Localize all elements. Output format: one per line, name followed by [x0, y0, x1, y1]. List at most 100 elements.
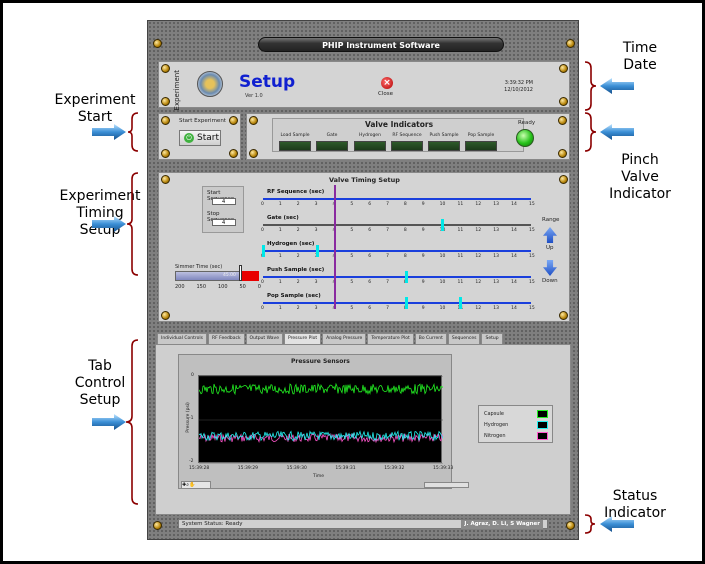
track-tick: 12 [475, 228, 482, 233]
range-up-icon[interactable] [543, 227, 557, 243]
screw-icon [153, 39, 162, 48]
screw-icon [559, 311, 568, 320]
track-tick: 6 [368, 254, 372, 259]
stop-sequence-input[interactable]: 4 [212, 219, 236, 226]
legend-label: Nitrogen [484, 433, 506, 439]
ann-line: Start [77, 109, 113, 125]
track-tick: 1 [278, 280, 282, 285]
track-tick: 2 [296, 202, 300, 207]
track-tick: 14 [511, 306, 517, 311]
track-tick: 10 [439, 254, 446, 259]
track-tick: 9 [421, 228, 425, 233]
range-down-icon[interactable] [543, 260, 557, 276]
valve-led-hydrogen [354, 141, 386, 151]
ann-line: Indicator [604, 505, 666, 521]
track-tick: 13 [493, 306, 499, 311]
track-tick: 8 [403, 202, 407, 207]
x-tick: 15:39:30 [286, 466, 307, 471]
track-line[interactable] [263, 224, 531, 226]
sequence-box: Start Sequence 4 Stop Sequence 4 [202, 186, 244, 233]
track-tick: 0 [261, 228, 264, 233]
authors-label: J. Agraz, D. Li, S Wagner [461, 520, 543, 529]
timing-box: Valve Timing Setup Start Sequence 4 Stop… [158, 172, 570, 322]
track-tick: 11 [457, 280, 464, 285]
tab-temperature-plot[interactable]: Temperature Plot [367, 333, 414, 344]
screw-icon [559, 175, 568, 184]
screw-icon [566, 39, 575, 48]
legend-swatch-nitrogen[interactable] [537, 432, 548, 440]
screw-icon [161, 116, 170, 125]
track-tick: 13 [493, 228, 499, 233]
start-sequence-input[interactable]: 4 [212, 198, 236, 205]
tab-sequences[interactable]: Sequences [447, 333, 481, 344]
tab-pressure-plot[interactable]: Pressure Plot [283, 333, 322, 345]
annotation-pinch-valve: Pinch Valve Indicator [590, 152, 690, 203]
tab-bo-current[interactable]: Bo Current [414, 333, 447, 344]
simmer-tick: 200 [175, 284, 185, 290]
close-icon[interactable]: × [381, 77, 393, 89]
tab-setup[interactable]: Setup [481, 333, 503, 344]
pressure-chart-frame: Pressure Sensors Pressure (psi) 0 -1 -2 … [178, 354, 469, 489]
legend-item: Hydrogen [484, 421, 548, 429]
legend-label: Capsule [484, 411, 504, 417]
y-tick: -1 [189, 416, 194, 421]
track-tick: 3 [314, 202, 318, 207]
legend-swatch-capsule[interactable] [537, 410, 548, 418]
ready-led [516, 129, 534, 147]
tab-individual-controls[interactable]: Individual Controls [157, 333, 207, 344]
valve-led-rf-sequence [391, 141, 423, 151]
track-tick: 5 [350, 280, 354, 285]
track-tick: 15 [529, 280, 535, 285]
screw-icon [558, 116, 567, 125]
app-title: PHIP Instrument Software [258, 37, 504, 52]
timing-marker[interactable] [315, 245, 319, 257]
valve-indicators-box: Valve Indicators Load Sample Gate Hydrog… [246, 113, 570, 160]
track-line[interactable] [263, 276, 531, 278]
track-tick: 15 [529, 306, 535, 311]
page-title: Setup [239, 72, 296, 92]
screw-icon [249, 149, 258, 158]
start-box: Start Experiment ⏻ Start [158, 113, 241, 160]
status-text: System Status: Ready [182, 521, 243, 527]
track-tick: 0 [261, 306, 264, 311]
timing-cursor[interactable] [334, 185, 337, 309]
track-line[interactable] [263, 250, 531, 252]
tab-rf-feedback[interactable]: RF Feedback [207, 333, 245, 344]
legend-label: Hydrogen [484, 422, 509, 428]
track-tick: 15 [529, 202, 535, 207]
ann-line: Control [74, 375, 126, 391]
timing-marker[interactable] [440, 219, 444, 231]
timing-marker[interactable] [262, 245, 265, 257]
timing-marker[interactable] [404, 297, 408, 309]
track-tick: 7 [386, 254, 389, 259]
simmer-tick: 150 [196, 284, 207, 290]
valve-label: Load Sample [280, 133, 310, 138]
timing-marker[interactable] [458, 297, 462, 309]
track-tick: 1 [278, 254, 282, 259]
track-line[interactable] [263, 198, 531, 200]
simmer-tick: 0 [257, 284, 261, 290]
series-hydrogen [198, 430, 444, 442]
ann-line: Tab [88, 358, 112, 374]
timing-title: Valve Timing Setup [329, 176, 400, 184]
track-line[interactable] [263, 302, 531, 304]
track-tick: 0 [261, 202, 264, 207]
simmer-slider-thumb[interactable] [239, 265, 242, 281]
track-tick: 5 [350, 228, 354, 233]
track-tick: 6 [368, 202, 372, 207]
close-button-label[interactable]: Close [378, 91, 393, 97]
valve-led-gate [316, 141, 348, 151]
timing-marker[interactable] [404, 271, 408, 283]
legend-item: Nitrogen [484, 432, 548, 440]
plot-tools[interactable]: ✚⌕✋ [181, 481, 211, 489]
plot-scrollbar[interactable] [424, 482, 469, 488]
tab-output-wave[interactable]: Output Wave [245, 333, 283, 344]
tab-analog-pressure[interactable]: Analog Pressure [322, 333, 367, 344]
simmer-tick: 100 [217, 284, 228, 290]
instrument-panel: PHIP Instrument Software Experiment Setu… [147, 20, 579, 540]
track-tick: 4 [332, 280, 335, 288]
track-tick: 15 [529, 254, 535, 259]
legend-swatch-hydrogen[interactable] [537, 421, 548, 429]
track-tick: 6 [368, 228, 372, 233]
start-button[interactable]: ⏻ Start [179, 130, 221, 146]
